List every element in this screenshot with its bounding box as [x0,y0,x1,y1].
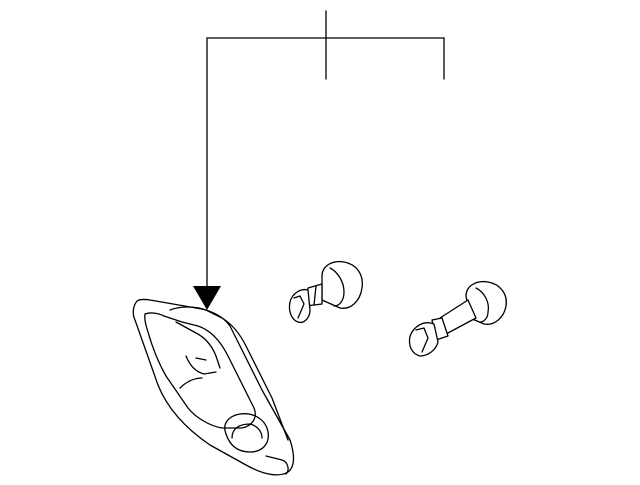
bulb-small-base-line [293,295,305,319]
lamp-top-edge [169,306,289,441]
lamp-socket-boss [224,413,269,453]
lamp-inner-detail [179,355,217,389]
bulb-small-base [288,288,311,324]
lamp-inner-step [175,321,221,369]
lamp-inner-rim [144,312,256,429]
bulb-small-glass [321,260,363,309]
bulb-long [408,280,507,357]
bulb-long-glass-ring [475,287,490,323]
bulb-small-glass-ring [329,267,345,307]
bulb-small-neck-line [313,285,317,306]
arrow-head-icon [193,286,221,310]
bulb-long-base [408,322,439,357]
lamp-bottom-tab [265,455,289,475]
bulb-long-glass [465,280,507,325]
lamp-outer-body [132,298,295,476]
lamp-socket-ring [231,423,263,439]
lamp-assembly [132,298,295,476]
callout-leader [193,10,445,310]
bulb-long-base-line [415,327,429,353]
bulb-small [288,260,363,324]
